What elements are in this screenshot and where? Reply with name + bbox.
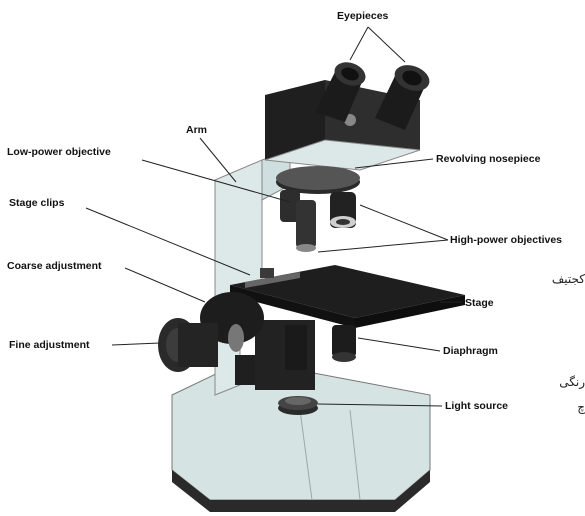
label-low-power-objective: Low-power objective <box>7 146 111 158</box>
label-revolving-nosepiece: Revolving nosepiece <box>436 153 540 165</box>
label-coarse-adjustment: Coarse adjustment <box>7 260 102 272</box>
leader-high-power-objectives-upper <box>360 205 448 240</box>
microscope-stage <box>230 265 465 328</box>
leader-fine-adjustment <box>112 343 160 345</box>
leader-eyepieces-right <box>368 27 405 62</box>
label-high-power-objectives: High-power objectives <box>450 234 562 246</box>
label-diaphragm: Diaphragm <box>443 345 498 357</box>
leader-arm <box>200 138 236 182</box>
light-source-lamp <box>278 396 318 415</box>
leader-eyepieces-left <box>350 27 368 60</box>
label-stage-clips: Stage clips <box>9 197 64 209</box>
leader-high-power-objectives-lower <box>318 240 448 252</box>
label-light-source: Light source <box>445 400 508 412</box>
label-eyepieces: Eyepieces <box>337 10 388 22</box>
nosepiece-assembly <box>276 166 360 194</box>
label-stage: Stage <box>465 297 494 309</box>
background-text-1: کجتیف <box>552 272 585 286</box>
objective-lenses <box>280 190 356 252</box>
leader-coarse-adjustment <box>125 268 205 302</box>
leader-diaphragm <box>358 338 440 351</box>
label-fine-adjustment: Fine adjustment <box>9 339 90 351</box>
label-arm: Arm <box>186 124 207 136</box>
background-text-3: چ <box>577 400 585 414</box>
background-text-2: رنگی <box>559 375 585 389</box>
